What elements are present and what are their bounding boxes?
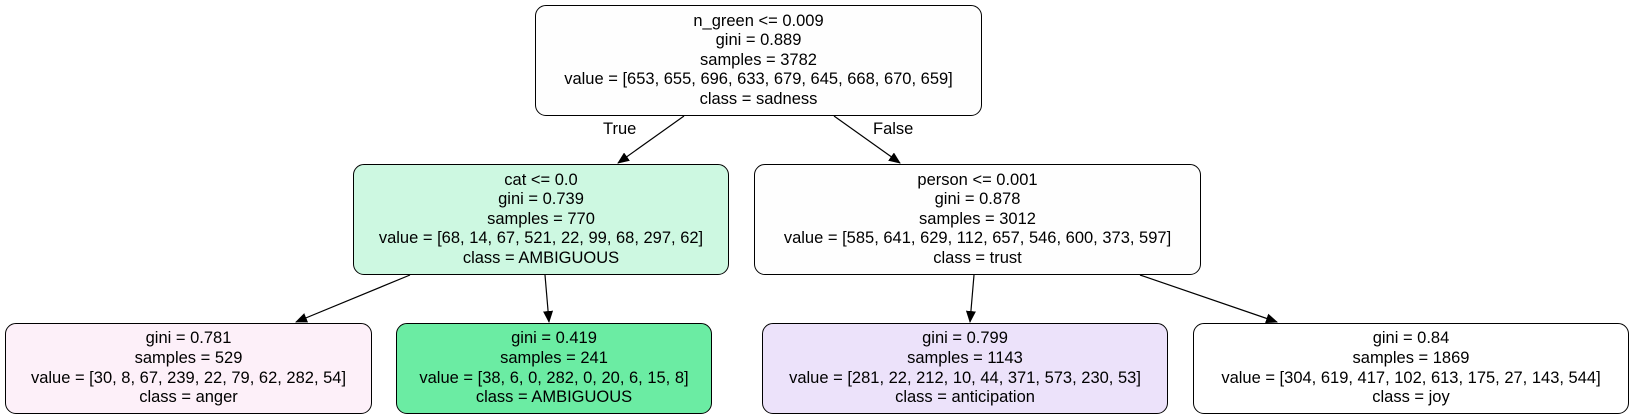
node-text-line: value = [38, 6, 0, 282, 0, 20, 6, 15, 8] — [419, 368, 689, 387]
node-text-line: value = [585, 641, 629, 112, 657, 546, 6… — [783, 229, 1172, 248]
node-text-line: gini = 0.889 — [715, 31, 802, 50]
node-text-line: class = sadness — [699, 89, 818, 108]
edge-left-lr — [543, 274, 554, 323]
node-text-line: samples = 3782 — [700, 50, 817, 69]
node-text-line: class = AMBIGUOUS — [462, 248, 620, 267]
node-text-line: gini = 0.799 — [922, 329, 1008, 348]
node-text-line: class = AMBIGUOUS — [475, 388, 633, 407]
node-text-line: class = joy — [1372, 388, 1450, 407]
node-text-line: samples = 1143 — [907, 348, 1023, 367]
node-text-line: samples = 1869 — [1352, 348, 1470, 367]
edge-left-ll — [295, 274, 411, 323]
node-text-line: value = [653, 655, 696, 633, 679, 645, 6… — [564, 70, 953, 89]
node-text-line: samples = 529 — [134, 348, 243, 367]
node-text-line: gini = 0.878 — [934, 190, 1021, 209]
edge-label-true: True — [603, 120, 637, 138]
node-text-line: value = [30, 8, 67, 239, 22, 79, 62, 282… — [30, 368, 347, 387]
node-text-line: samples = 3012 — [919, 209, 1036, 228]
node-text-line: gini = 0.739 — [498, 190, 584, 209]
edge-root-left — [617, 115, 685, 164]
node-text-line: gini = 0.419 — [511, 329, 597, 348]
node-text-line: n_green <= 0.009 — [693, 11, 824, 30]
node-text-line: samples = 241 — [500, 348, 608, 367]
node-text-line: class = anger — [139, 388, 238, 407]
edge-right-rr — [1139, 274, 1278, 324]
edge-label-false: False — [873, 120, 914, 138]
node-text-line: samples = 770 — [487, 209, 595, 228]
node-text-line: value = [281, 22, 212, 10, 44, 371, 573,… — [789, 368, 1141, 387]
node-text-line: cat <= 0.0 — [504, 170, 578, 189]
edge-right-rl — [965, 274, 976, 323]
node-text-line: class = trust — [933, 248, 1022, 267]
node-text-line: gini = 0.84 — [1372, 329, 1450, 348]
edge-root-right — [833, 115, 901, 164]
node-text-line: value = [68, 14, 67, 521, 22, 99, 68, 29… — [378, 229, 704, 248]
node-text-line: value = [304, 619, 417, 102, 613, 175, 2… — [1221, 368, 1601, 387]
node-text-line: gini = 0.781 — [145, 329, 232, 348]
node-text-line: person <= 0.001 — [917, 170, 1038, 189]
node-text-line: class = anticipation — [895, 388, 1035, 407]
